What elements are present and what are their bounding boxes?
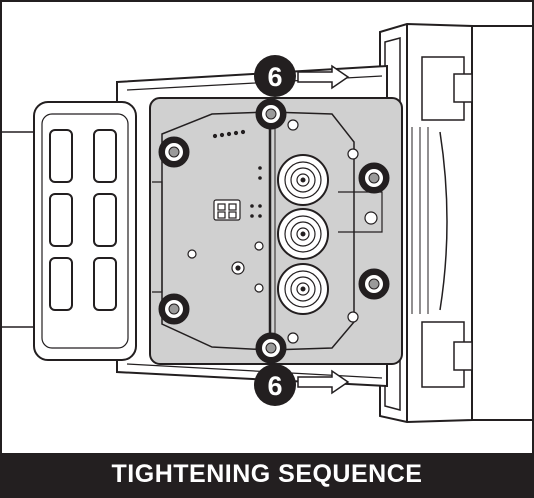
bolt-icon — [358, 162, 390, 194]
valve-assembly-drawing: 6 6 — [2, 22, 532, 424]
arrow-right-icon — [297, 64, 350, 90]
callout-bottom: 6 — [254, 364, 350, 406]
bolt-icon — [255, 98, 287, 130]
coil-bottom — [277, 263, 329, 315]
left-threaded-nut — [2, 101, 137, 361]
callout-badge-top — [254, 55, 296, 97]
coil-top — [277, 154, 329, 206]
bolt-icon — [358, 268, 390, 300]
caption-bar: TIGHTENING SEQUENCE — [2, 453, 532, 496]
bolts — [158, 98, 390, 364]
solenoid-coils — [277, 154, 329, 315]
callout-badge-bottom — [254, 364, 296, 406]
plate-details — [187, 119, 378, 344]
valve-plate — [149, 97, 403, 365]
coil-middle — [277, 208, 329, 260]
caption-title: TIGHTENING SEQUENCE — [111, 460, 423, 488]
callout-top: 6 — [254, 55, 350, 97]
callout-number-top: 6 — [267, 62, 282, 92]
arrow-right-icon — [297, 369, 350, 395]
bolt-icon — [158, 136, 190, 168]
bolt-icon — [255, 332, 287, 364]
connector-icon — [213, 199, 241, 221]
callout-number-bottom: 6 — [267, 371, 282, 401]
bolt-icon — [158, 293, 190, 325]
